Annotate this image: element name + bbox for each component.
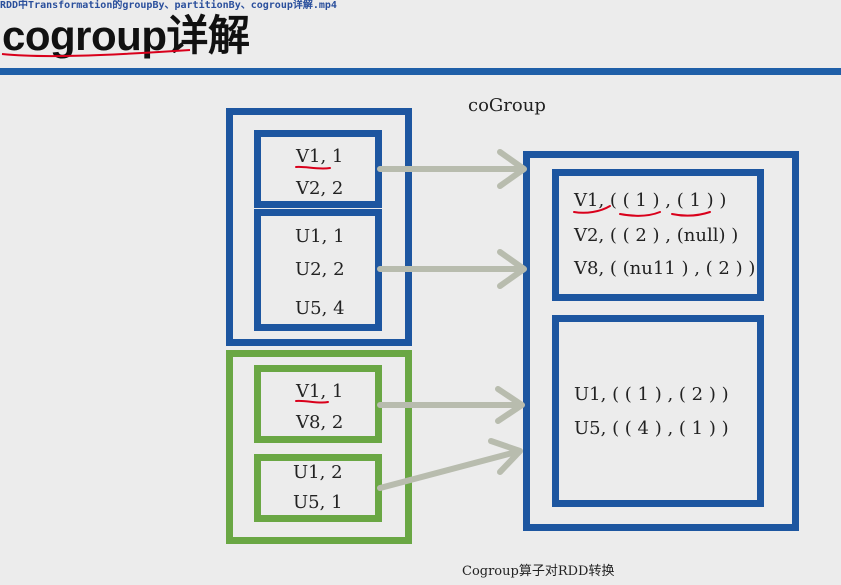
title-underline-annotation	[1, 49, 191, 58]
arrow-rdd2-p1-to-result	[377, 386, 525, 424]
arrow-rdd1-p2-to-result	[377, 249, 527, 289]
result-p2-item: U1, ( ( 1 ) , ( 2 ) )	[574, 384, 729, 405]
underline-result-second	[671, 211, 711, 217]
rdd1-p1-item: V1, 1	[296, 146, 344, 167]
result-p1-item: V1, ( ( 1 ) , ( 1 ) )	[574, 190, 727, 211]
arrow-rdd2-p2-to-result	[377, 438, 523, 491]
rdd1-p2-item: U5, 4	[295, 298, 345, 319]
slide-title: cogroup详解	[2, 12, 250, 59]
underline-result-v1	[573, 205, 611, 214]
red-annotations	[295, 165, 711, 404]
rdd1-container	[226, 108, 412, 346]
arrow-rdd1-p1-to-result	[377, 149, 527, 189]
rdd2-p2-item: U1, 2	[293, 462, 343, 483]
diagram-title: coGroup	[468, 95, 546, 116]
result-p2-item: U5, ( ( 4 ) , ( 1 ) )	[574, 418, 729, 439]
result-partition-1	[552, 169, 764, 301]
rdd2-container	[226, 350, 412, 544]
diagram-caption: Cogroup算子对RDD转换	[462, 564, 615, 579]
video-filename-caption: RDD中Transformation的groupBy、partitionBy、c…	[0, 0, 337, 11]
result-p1-item: V2, ( ( 2 ) , (null) )	[574, 225, 739, 246]
underline-rdd1-v1	[295, 165, 331, 170]
result-partition-2	[552, 315, 764, 507]
rdd1-p1-item: V2, 2	[296, 178, 344, 199]
underline-rdd2-v1	[295, 399, 329, 404]
result-p1-item: V8, ( (nu11 ) , ( 2 ) )	[574, 258, 756, 279]
underline-result-first	[619, 211, 661, 217]
rdd2-p2-item: U5, 1	[293, 492, 343, 513]
rdd1-p2-item: U2, 2	[295, 259, 345, 280]
slide-header-bar	[0, 68, 841, 75]
rdd2-p1-item: V8, 2	[296, 412, 344, 433]
rdd2-p1-item: V1, 1	[296, 381, 344, 402]
rdd1-p2-item: U1, 1	[295, 226, 345, 247]
result-container	[523, 151, 799, 531]
